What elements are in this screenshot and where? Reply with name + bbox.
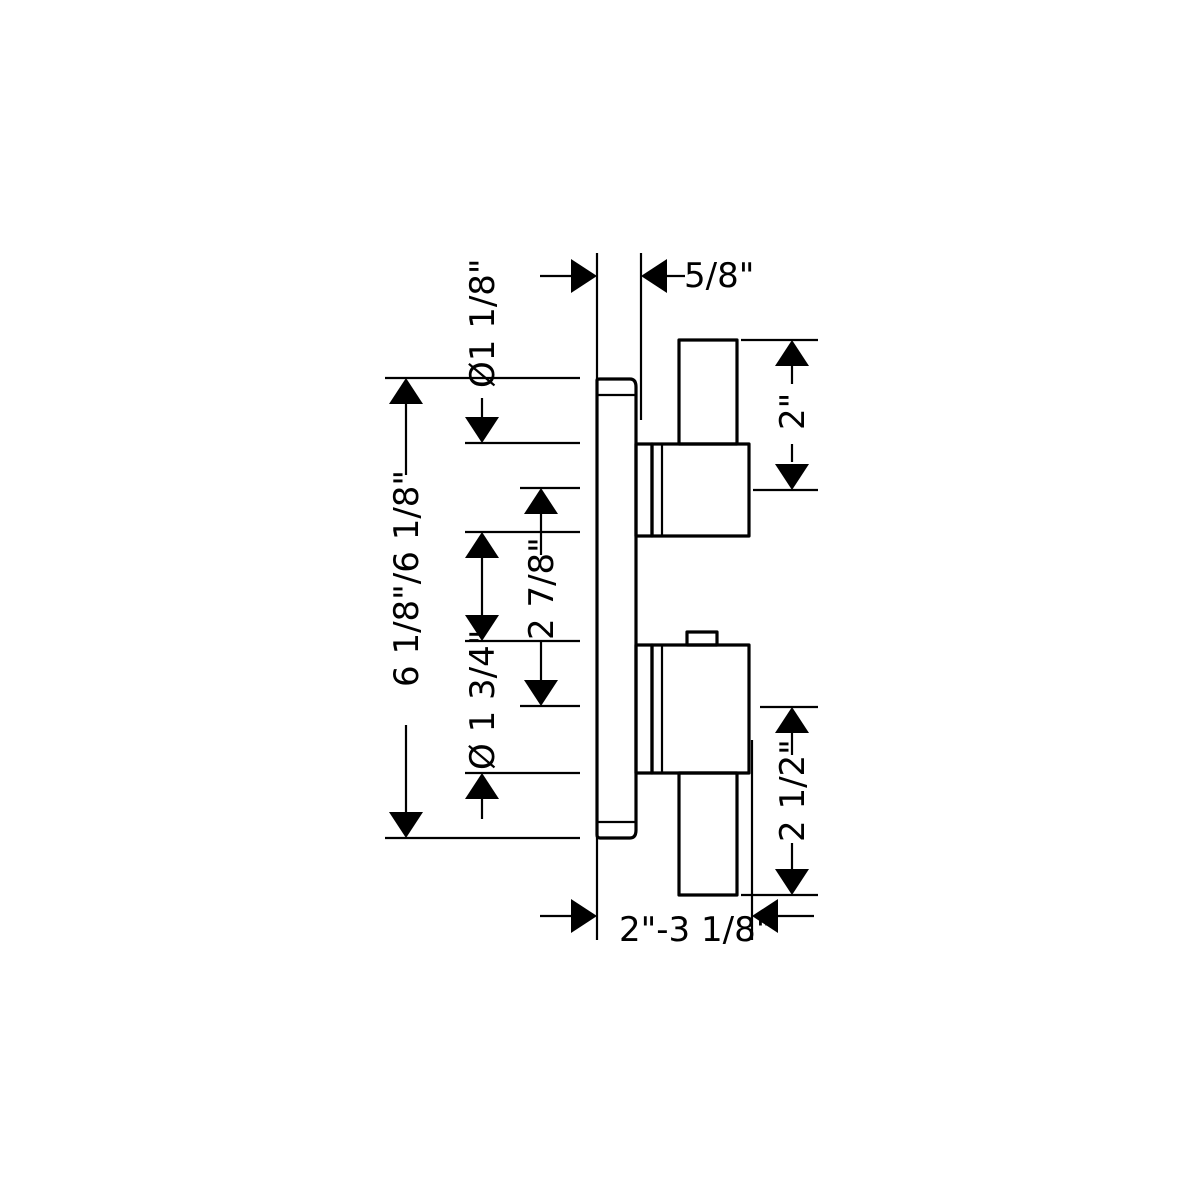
arrow-down-icon (389, 812, 423, 838)
overall-height-label: 6 1/8"/6 1/8" (387, 470, 427, 687)
dimension-inner-gap (465, 532, 499, 641)
arrow-down-icon (465, 417, 499, 443)
dimension-upper-handle: 2" (773, 340, 813, 490)
arrow-up-icon (465, 532, 499, 558)
dimension-center-spacing: 2 7/8" (522, 488, 562, 706)
arrow-down-icon (524, 680, 558, 706)
arrow-down-icon (775, 869, 809, 895)
arrow-up-icon (524, 488, 558, 514)
lower-diameter-label: Ø 1 3/4" (463, 630, 503, 770)
arrow-right-icon (571, 259, 597, 293)
lower-handle-length-label: 2 1/2" (773, 739, 813, 842)
arrow-up-icon (465, 773, 499, 799)
arrow-up-icon (775, 340, 809, 366)
dimension-handle-projection: 2"-3 1/8" (540, 899, 814, 950)
trim-depth-label: 5/8" (684, 256, 754, 296)
arrow-left-icon (752, 899, 778, 933)
upper-handle-length-label: 2" (773, 393, 813, 430)
upper-diameter-label: Ø1 1/8" (463, 258, 503, 388)
dimension-lower-diameter: Ø 1 3/4" (463, 630, 503, 819)
arrow-down-icon (775, 464, 809, 490)
dimension-lower-handle: 2 1/2" (773, 707, 813, 895)
arrow-down-icon (465, 615, 499, 641)
arrow-right-icon (571, 899, 597, 933)
handle-projection-label: 2"-3 1/8" (619, 910, 771, 950)
product-outline (595, 253, 751, 940)
arrow-left-icon (641, 259, 667, 293)
dimension-overall-height: 6 1/8"/6 1/8" (387, 378, 427, 838)
arrow-up-icon (775, 707, 809, 733)
center-spacing-label: 2 7/8" (522, 537, 562, 640)
dimension-upper-diameter: Ø1 1/8" (463, 258, 503, 443)
dimension-trim-depth: 5/8" (540, 256, 754, 296)
extension-lines (385, 338, 818, 940)
arrow-up-icon (389, 378, 423, 404)
